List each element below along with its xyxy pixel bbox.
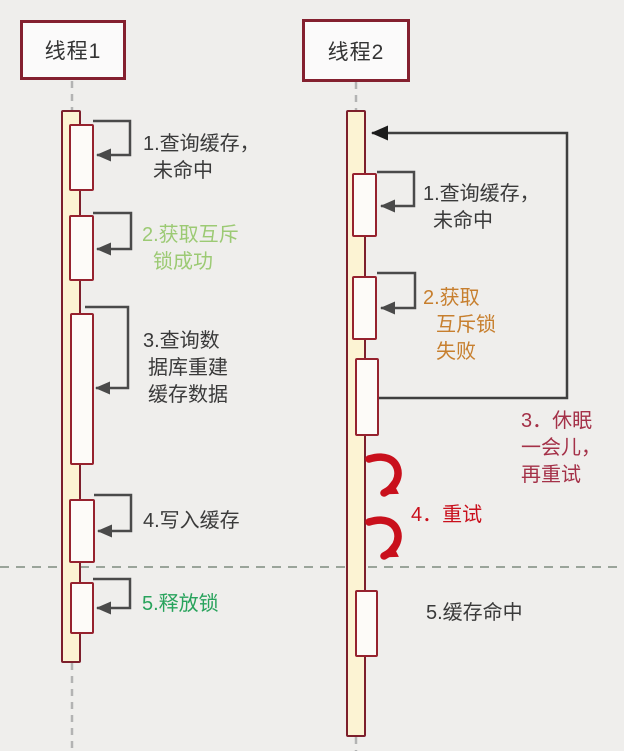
thread2-step5-label: 5.缓存命中 <box>426 600 523 627</box>
thread2-step1-self-call-arrow-icon <box>377 170 416 213</box>
label-line: 2.获取 <box>423 287 480 309</box>
label-line: 1.查询缓存， <box>423 183 540 205</box>
label-line: 3．休眠 <box>521 410 593 432</box>
label-line: 未命中 <box>433 210 493 232</box>
label-line: 失败 <box>436 341 476 363</box>
label-line: 1.查询缓存， <box>143 133 260 155</box>
thread1-step3-label: 3.查询数 据库重建 缓存数据 <box>143 328 228 409</box>
thread2-activation-step3 <box>355 358 379 436</box>
thread2-step2-label: 2.获取 互斥锁 失败 <box>423 285 496 366</box>
thread1-step2-self-call-arrow-icon <box>93 211 133 256</box>
label-line: 锁成功 <box>153 251 213 273</box>
label-line: 2.获取互斥 <box>142 224 239 246</box>
thread2-step1-label: 1.查询缓存， 未命中 <box>423 181 540 235</box>
thread2-activation-step5 <box>355 590 378 657</box>
thread1-step2-label: 2.获取互斥 锁成功 <box>142 222 239 276</box>
thread1-step4-label: 4.写入缓存 <box>143 508 240 535</box>
label-line: 互斥锁 <box>436 314 496 336</box>
thread2-header: 线程2 <box>302 19 410 82</box>
thread2-title: 线程2 <box>327 40 385 64</box>
thread2-activation-step1 <box>352 173 377 237</box>
label-line: 4.写入缓存 <box>143 510 240 532</box>
label-line: 未命中 <box>153 160 213 182</box>
thread1-step4-self-call-arrow-icon <box>94 493 133 538</box>
label-line: 5.释放锁 <box>142 593 219 615</box>
label-line: 再重试 <box>521 464 581 486</box>
thread1-header: 线程1 <box>20 20 126 80</box>
thread1-activation-step1 <box>69 124 94 191</box>
retry-swirl-arrow-icon <box>365 453 402 497</box>
thread2-step2-self-call-arrow-icon <box>377 271 417 315</box>
thread1-title: 线程1 <box>44 40 102 63</box>
label-line: 一会儿， <box>521 437 601 459</box>
thread1-step5-label: 5.释放锁 <box>142 591 219 618</box>
label-line: 4．重试 <box>411 504 483 526</box>
thread1-activation-step2 <box>69 215 94 281</box>
thread2-step3-label: 3．休眠 一会儿， 再重试 <box>521 408 601 489</box>
retry-swirl-arrow-icon <box>365 516 402 560</box>
thread1-activation-step3 <box>70 313 94 465</box>
thread1-step1-label: 1.查询缓存， 未命中 <box>143 131 260 185</box>
label-line: 缓存数据 <box>148 384 228 406</box>
thread1-activation-step5 <box>70 582 94 634</box>
label-line: 5.缓存命中 <box>426 602 523 624</box>
label-line: 3.查询数 <box>143 330 220 352</box>
thread1-step1-self-call-arrow-icon <box>93 119 132 162</box>
thread1-activation-step4 <box>69 499 95 563</box>
label-line: 据库重建 <box>148 357 228 379</box>
thread2-activation-step2 <box>352 276 377 340</box>
thread2-step4-label: 4．重试 <box>411 502 482 529</box>
thread1-step5-self-call-arrow-icon <box>93 577 132 615</box>
